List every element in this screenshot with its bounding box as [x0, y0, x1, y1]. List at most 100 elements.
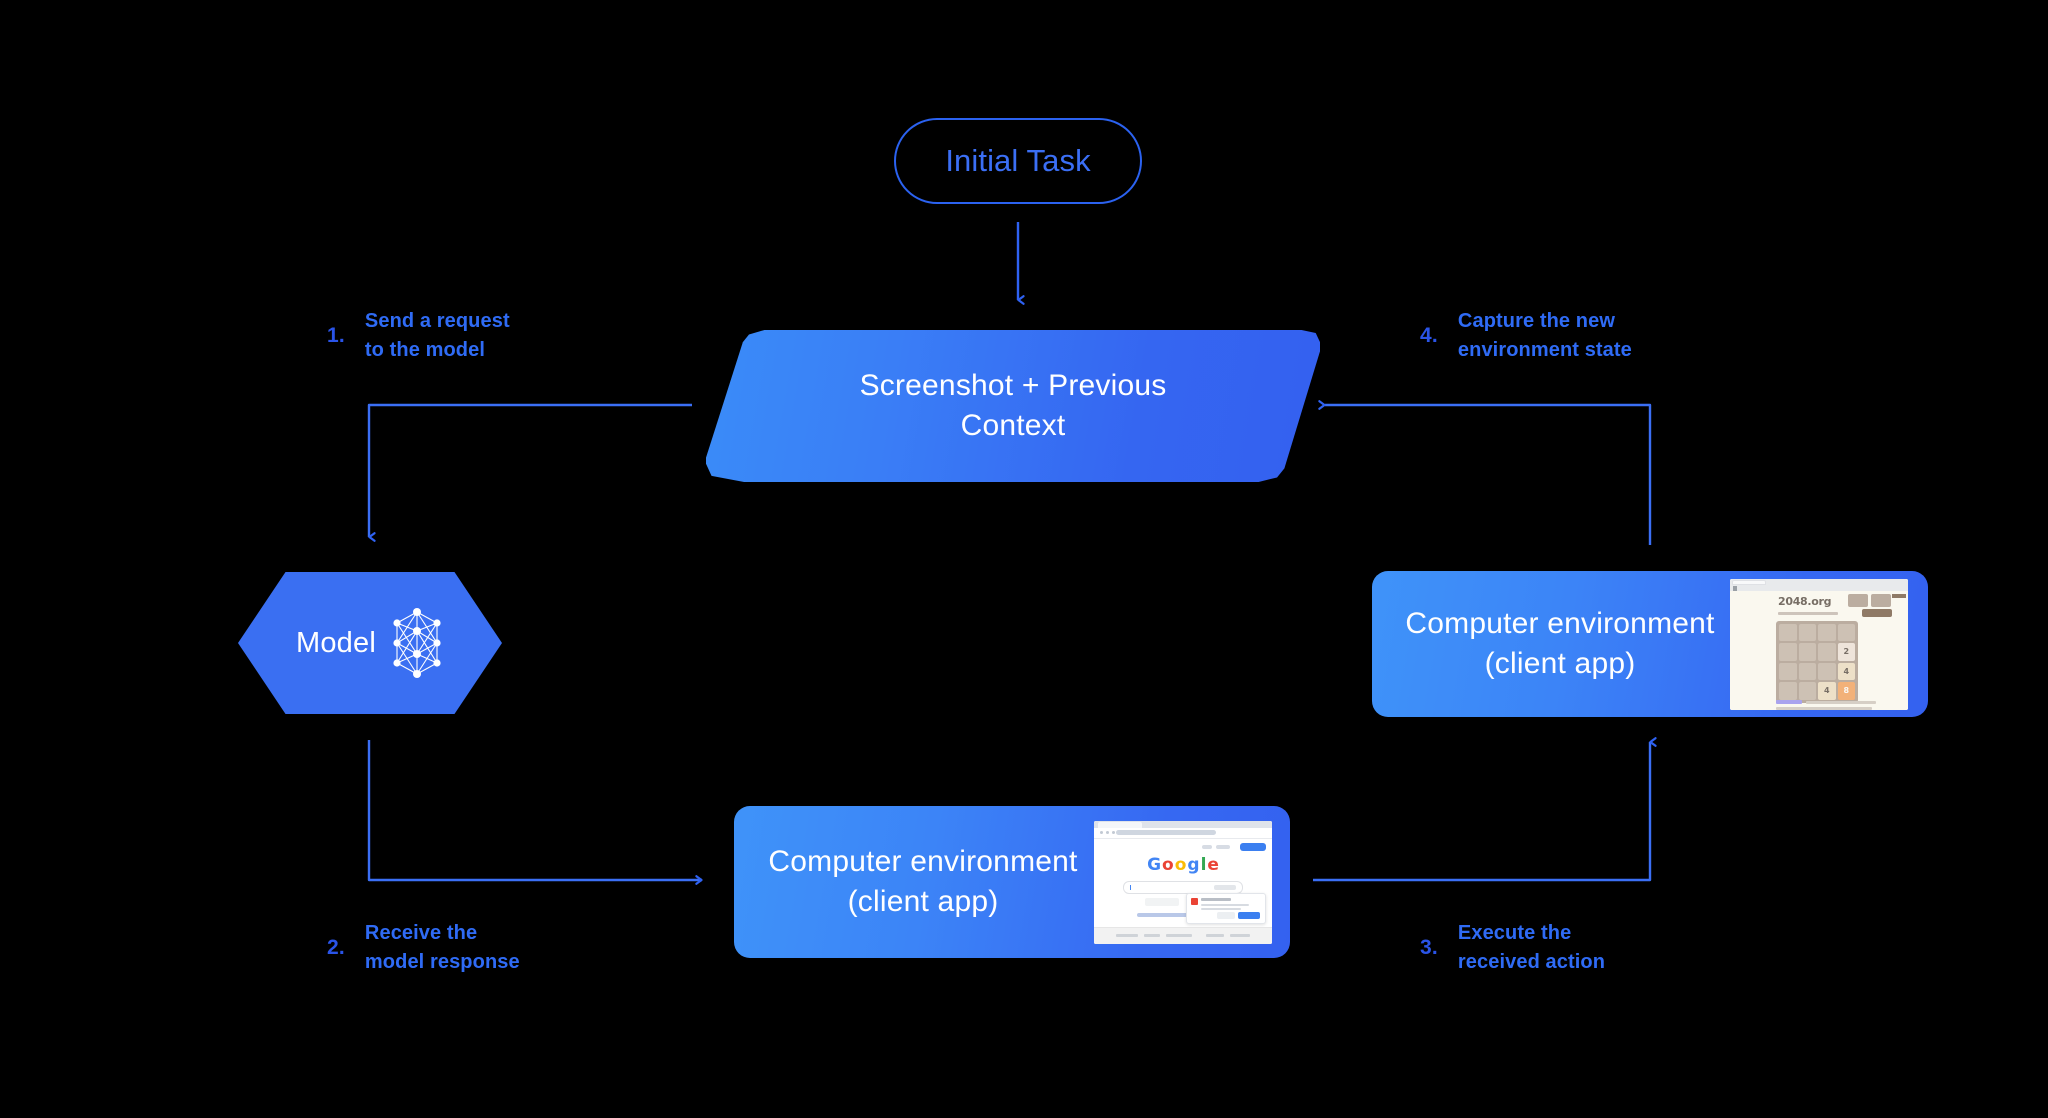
browser-chrome-bar [1094, 820, 1272, 828]
step-1-line1: Send a request [364, 310, 510, 332]
footer-text [1806, 700, 1876, 704]
tile-r4c4: 8 [1837, 682, 1855, 700]
env-right-node[interactable]: Computer environment (client app) 2048.o… [1372, 571, 1928, 717]
step-label-1: 1. Send a request to the model [327, 307, 510, 365]
score-box [1848, 593, 1868, 607]
back-icon [1100, 830, 1103, 834]
step-2-line2: model response [364, 951, 520, 973]
step-1-text: Send a request to the model [365, 307, 510, 365]
best-score-box [1871, 593, 1891, 607]
popup-confirm-button [1238, 911, 1260, 919]
game-title: 2048.org [1778, 594, 1832, 608]
popup-body-line2 [1201, 907, 1241, 910]
footer-link-5 [1206, 933, 1224, 937]
initial-task-node[interactable]: Initial Task [894, 118, 1142, 204]
sign-in-button [1240, 842, 1266, 851]
tile-r4c3: 4 [1818, 682, 1836, 700]
new-game-button [1862, 608, 1892, 617]
gmail-link [1202, 844, 1212, 849]
browser-popup-dialog [1186, 892, 1266, 924]
step-4-number: 4. [1420, 324, 1438, 347]
step-4-line2: environment state [1457, 339, 1632, 361]
browser-tab [1732, 579, 1766, 585]
env-right-line2: (client app) [1484, 647, 1636, 680]
tile-r1c3 [1818, 623, 1836, 641]
model-node-label: Model [296, 626, 376, 659]
model-node[interactable]: Model [238, 572, 502, 714]
neural-network-icon [390, 607, 444, 679]
step-label-3: 3. Execute the received action [1420, 919, 1605, 977]
popup-app-icon [1191, 897, 1198, 905]
model-node-shape [238, 572, 502, 714]
browser-url-text [1116, 829, 1216, 835]
context-node-line1: Screenshot + Previous [859, 369, 1167, 402]
images-link [1216, 844, 1230, 849]
step-3-line1: Execute the [1457, 922, 1572, 944]
step-2-text: Receive the model response [365, 919, 520, 977]
step-1-line2: to the model [364, 339, 486, 361]
how-to-play-note [1778, 611, 1838, 615]
tile-r2c1 [1779, 643, 1797, 661]
tile-r3c1 [1779, 662, 1797, 680]
tile-r3c4: 4 [1837, 662, 1855, 680]
step-4-text: Capture the new environment state [1458, 307, 1632, 365]
google-search-input [1123, 880, 1243, 894]
tile-r1c1 [1779, 623, 1797, 641]
arrow-context-to-model [367, 403, 692, 542]
env-right-line1: Computer environment [1405, 607, 1715, 640]
footer-link-4 [1230, 933, 1250, 937]
tile-r1c4 [1837, 623, 1855, 641]
initial-task-label: Initial Task [945, 143, 1091, 178]
env-right-text: Computer environment (client app) [1372, 604, 1730, 684]
popup-body-line1 [1201, 903, 1249, 906]
tile-r4c2 [1798, 682, 1816, 700]
tile-r2c4: 2 [1837, 643, 1855, 661]
footer-text-2 [1776, 706, 1872, 710]
arrow-env-bottom-to-env-right [1313, 737, 1657, 882]
popup-title [1201, 897, 1231, 901]
reload-icon [1112, 830, 1115, 834]
footer-link-1 [1116, 933, 1138, 937]
browser-chrome-bar [1730, 578, 1908, 591]
tile-r1c2 [1798, 623, 1816, 641]
tile-r2c2 [1798, 643, 1816, 661]
google-search-button [1145, 897, 1179, 906]
text-caret [1130, 884, 1131, 890]
favicon-icon [1733, 585, 1737, 591]
voice-and-lens-icons [1214, 884, 1236, 890]
language-links [1137, 912, 1229, 917]
step-3-text: Execute the received action [1458, 919, 1605, 977]
context-node-text: Screenshot + Previous Context [706, 330, 1320, 482]
step-2-line1: Receive the [364, 922, 478, 944]
footer-link [1776, 699, 1802, 704]
env-bottom-line2: (client app) [847, 885, 999, 918]
step-2-number: 2. [327, 936, 345, 959]
env-bottom-text: Computer environment (client app) [734, 842, 1094, 922]
step-1-number: 1. [327, 324, 345, 347]
tile-r3c2 [1798, 662, 1816, 680]
step-label-4: 4. Capture the new environment state [1420, 307, 1632, 365]
step-4-line1: Capture the new [1457, 310, 1615, 332]
footer-link-3 [1166, 933, 1192, 937]
footer-link-2 [1144, 933, 1160, 937]
context-node[interactable]: Screenshot + Previous Context [706, 330, 1320, 482]
env-bottom-line1: Computer environment [768, 845, 1078, 878]
arrow-env-right-to-context [1318, 400, 1652, 545]
step-label-2: 2. Receive the model response [327, 919, 520, 977]
popup-cancel-button [1217, 911, 1235, 919]
context-node-shape [706, 330, 1320, 482]
model-node-content: Model [238, 572, 502, 714]
arrow-model-to-env-bottom [367, 740, 703, 885]
game-board: 2 4 4 8 [1776, 620, 1858, 703]
step-3-line2: received action [1457, 951, 1606, 973]
forward-icon [1106, 830, 1109, 834]
browser-tab [1098, 821, 1142, 828]
header-links [1892, 593, 1906, 598]
game-2048-thumbnail: 2048.org 2 4 [1730, 578, 1908, 710]
tile-r2c3 [1818, 643, 1836, 661]
step-3-number: 3. [1420, 936, 1438, 959]
